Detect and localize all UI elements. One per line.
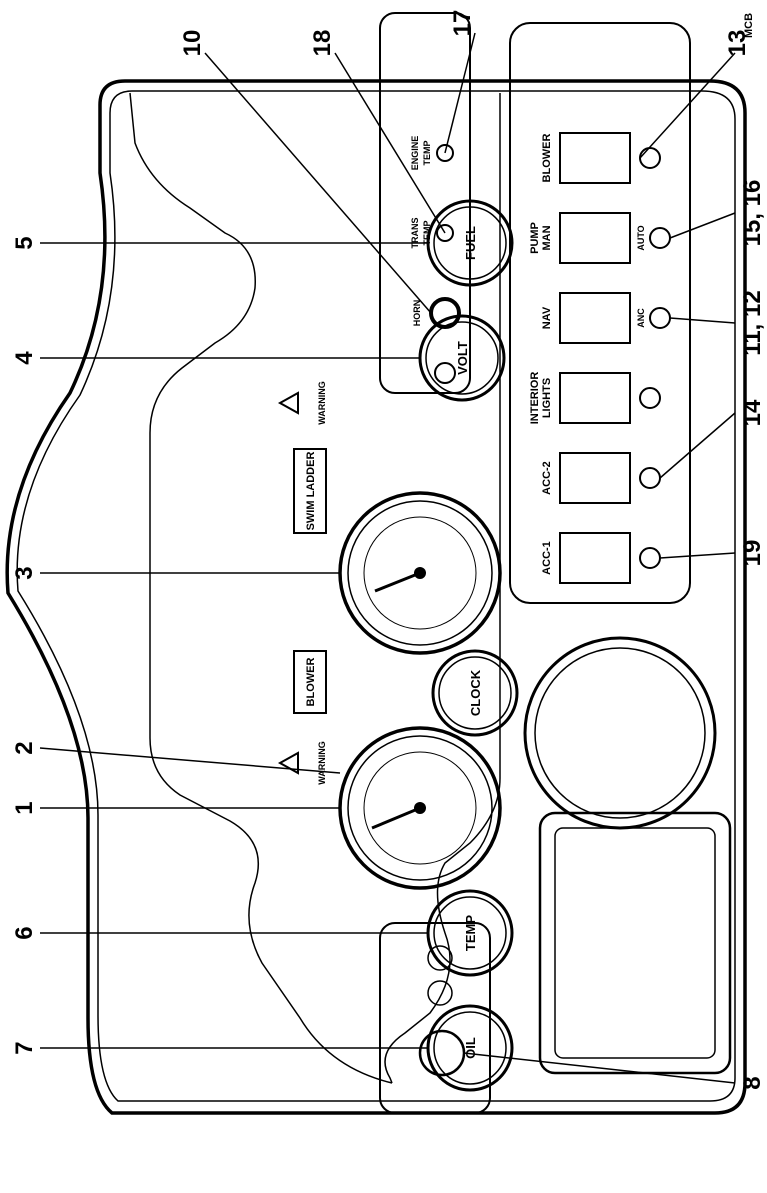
callout-6: 6	[11, 926, 38, 939]
callout-15-16: 15, 16	[739, 180, 766, 247]
interior-label-1: INTERIOR	[529, 372, 541, 425]
horn-label: HORN	[412, 300, 422, 327]
clock-gauge: CLOCK	[431, 649, 519, 737]
trans-temp-light	[436, 224, 454, 242]
callout-11-12: 11, 12	[739, 290, 766, 355]
clock-gauge-label: CLOCK	[468, 669, 483, 716]
temp-gauge: TEMP	[426, 889, 514, 977]
blower-label: BLOWER	[541, 134, 553, 183]
switch-interior[interactable]: INTERIOR LIGHTS	[529, 372, 661, 425]
callout-18: 18	[309, 30, 336, 57]
swim-ladder-plate	[293, 448, 327, 534]
callout-17: 17	[449, 10, 476, 37]
callout-3: 3	[11, 566, 38, 579]
oil-gauge-label: OIL	[463, 1037, 478, 1059]
steering-opening	[523, 636, 717, 830]
interior-rocker[interactable]	[559, 372, 631, 424]
oil-gauge: OIL	[426, 1004, 514, 1092]
callout-4: 4	[11, 351, 38, 365]
corner-code: MCB	[743, 13, 755, 38]
volt-gauge-label: VOLT	[455, 341, 470, 375]
interior-label-2: LIGHTS	[541, 378, 553, 418]
trans-temp-label-1: TRANS	[410, 218, 420, 249]
tachometer-hub	[414, 802, 426, 814]
swim-ladder-plate-label: SWIM LADDER	[305, 452, 317, 531]
lighter-socket[interactable]	[418, 1029, 466, 1077]
lighter-panel	[379, 922, 491, 1114]
blower-indicator	[639, 147, 661, 169]
engine-temp-label-2: TEMP	[422, 140, 432, 165]
pump-indicator	[649, 227, 671, 249]
callout-7: 7	[11, 1041, 38, 1054]
horn-spare-light	[434, 362, 456, 384]
callout-1: 1	[11, 801, 38, 814]
lighter-aux-1	[427, 980, 453, 1006]
acc2-rocker[interactable]	[559, 452, 631, 504]
pump-label-2: MAN	[541, 225, 553, 250]
switch-acc2[interactable]: ACC-2	[541, 452, 661, 504]
tachometer-gauge	[338, 726, 502, 890]
pump-rocker[interactable]	[559, 212, 631, 264]
temp-gauge-label: TEMP	[463, 915, 478, 951]
nav-label: NAV	[541, 306, 553, 329]
warning-left-label: WARNING	[317, 741, 327, 785]
blower-plate-label: BLOWER	[305, 658, 317, 707]
pump-label-1: PUMP	[529, 222, 541, 254]
auto-label: AUTO	[636, 225, 646, 250]
horn-button[interactable]	[429, 297, 461, 329]
gauge-panel	[129, 92, 501, 1084]
blower-rocker[interactable]	[559, 132, 631, 184]
callout-5: 5	[11, 236, 38, 249]
switch-panel-frame	[509, 22, 691, 604]
warning-triangle-right	[277, 391, 299, 415]
interior-indicator	[639, 387, 661, 409]
speedometer-gauge	[338, 491, 502, 655]
callout-14: 14	[739, 399, 766, 426]
blower-plate	[293, 650, 327, 714]
switch-blower[interactable]: BLOWER	[541, 132, 661, 184]
acc1-label: ACC-1	[541, 541, 553, 575]
anc-label: ANC	[636, 308, 646, 328]
engine-temp-label-1: ENGINE	[410, 136, 420, 171]
switch-nav[interactable]: NAV ANC	[541, 292, 671, 344]
callout-10: 10	[179, 30, 206, 57]
acc1-rocker[interactable]	[559, 532, 631, 584]
acc1-indicator	[639, 547, 661, 569]
switch-acc1[interactable]: ACC-1	[541, 532, 661, 584]
callouts: 1 2 3 4 5 6 7 8 10 11, 12 13 14 15, 16 1…	[11, 10, 766, 1090]
acc2-label: ACC-2	[541, 461, 553, 495]
callout-13: 13	[724, 30, 751, 57]
trans-temp-label-2: TEMP	[422, 220, 432, 245]
volt-gauge: VOLT	[418, 314, 506, 402]
warning-right-label: WARNING	[317, 381, 327, 425]
lighter-aux-2	[427, 945, 453, 971]
glove-box-frame	[538, 811, 732, 1075]
nav-indicator	[649, 307, 671, 329]
callout-8: 8	[739, 1076, 766, 1089]
glove-box-inner	[554, 827, 716, 1059]
callout-2: 2	[11, 741, 38, 754]
glove-box	[538, 811, 732, 1075]
nav-rocker[interactable]	[559, 292, 631, 344]
callout-19: 19	[739, 540, 766, 567]
switch-panel: ACC-1 ACC-2 INTERIOR LIGHTS NAV	[509, 22, 691, 604]
speedometer-hub	[414, 567, 426, 579]
switch-pump[interactable]: PUMP MAN AUTO	[529, 212, 671, 264]
acc2-indicator	[639, 467, 661, 489]
warning-light-panel-frame	[379, 12, 471, 394]
engine-temp-light	[436, 144, 454, 162]
lighter-panel-frame	[379, 922, 491, 1114]
label-plates: BLOWER SWIM LADDER WARNING WARNING	[277, 381, 327, 785]
console-outline	[5, 79, 747, 1115]
